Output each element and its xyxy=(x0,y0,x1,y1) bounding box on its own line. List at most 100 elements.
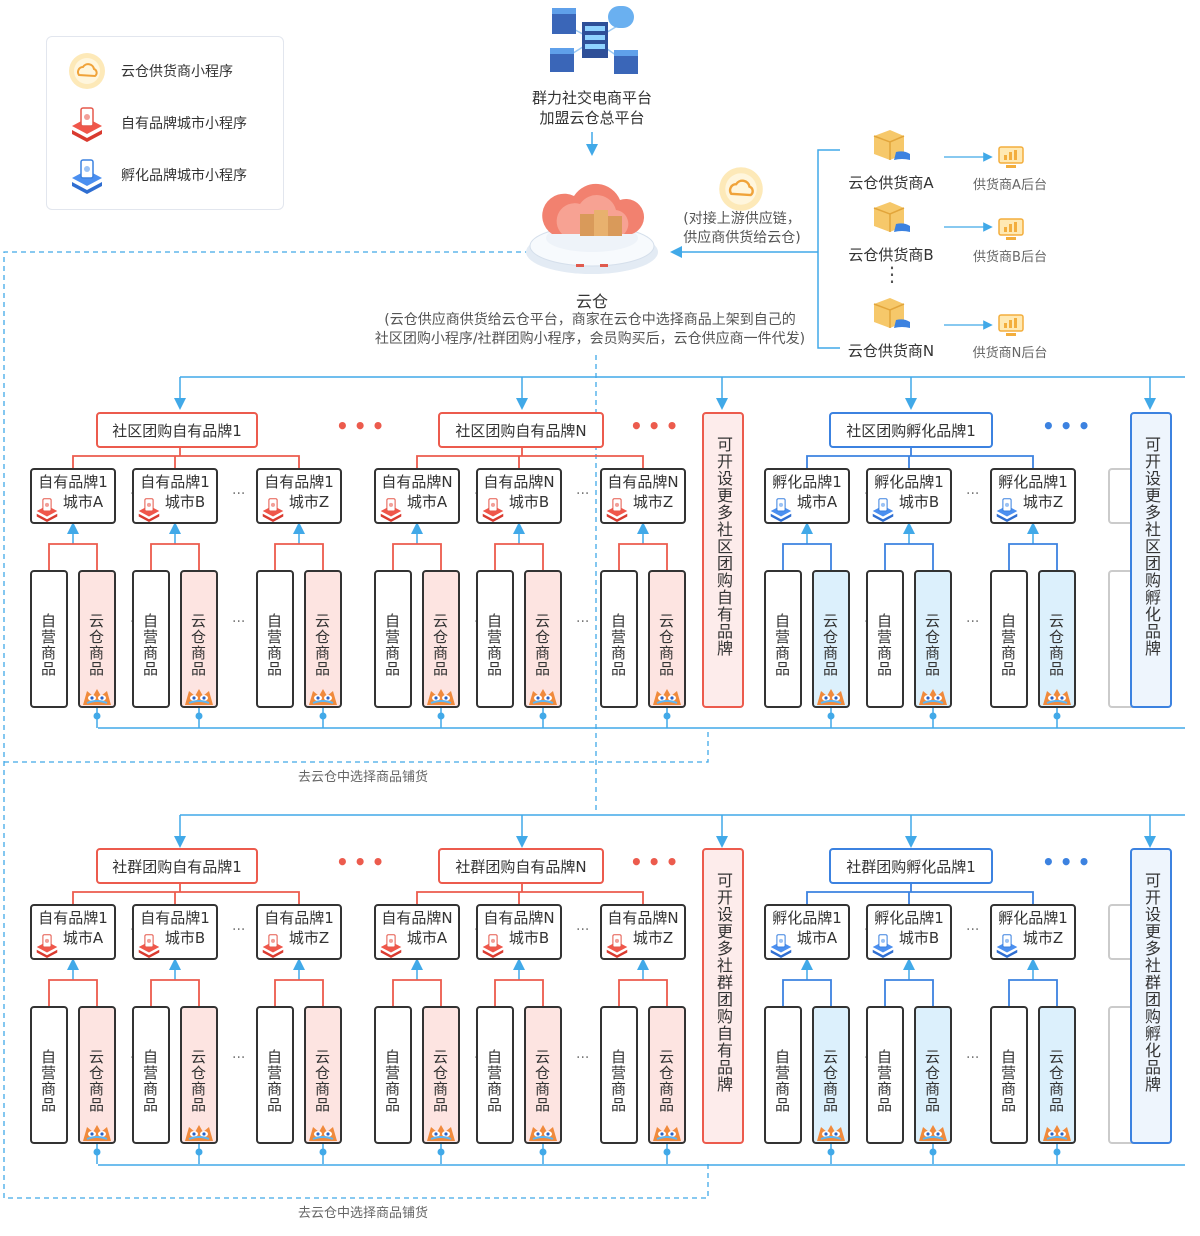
cloud-product-box[interactable]: 云仓商品 xyxy=(1038,1006,1076,1144)
self-product-label: 自营商品 xyxy=(39,613,57,677)
self-product-box[interactable]: 自营商品 xyxy=(256,1006,294,1144)
ellipsis: ··· xyxy=(576,922,590,938)
self-product-box[interactable]: 自营商品 xyxy=(990,1006,1028,1144)
self-product-box[interactable]: 自营商品 xyxy=(132,570,170,708)
self-product-box[interactable]: 自营商品 xyxy=(476,1006,514,1144)
self-product-label: 自营商品 xyxy=(141,613,159,677)
supplier-box-icon xyxy=(868,200,914,236)
city-program-brand: 自有品牌N xyxy=(381,909,453,927)
self-product-label: 自营商品 xyxy=(609,1049,627,1113)
mascot-icon xyxy=(1041,687,1073,705)
self-product-box[interactable]: 自营商品 xyxy=(132,1006,170,1144)
legend-label: 孵化品牌城市小程序 xyxy=(121,168,247,184)
ellipsis: ··· xyxy=(966,486,980,502)
brand-title-box[interactable]: 社区团购自有品牌N xyxy=(438,412,604,448)
cloud-product-box[interactable]: 云仓商品 xyxy=(180,1006,218,1144)
cloud-product-box[interactable]: 云仓商品 xyxy=(648,1006,686,1144)
brand-title-box[interactable]: 社群团购自有品牌1 xyxy=(96,848,258,884)
self-product-box[interactable]: 自营商品 xyxy=(600,1006,638,1144)
self-product-box[interactable]: 自营商品 xyxy=(764,1006,802,1144)
cloud-product-box[interactable]: 云仓商品 xyxy=(78,1006,116,1144)
cloud-product-box[interactable]: 云仓商品 xyxy=(812,1006,850,1144)
own-brand-icon xyxy=(34,932,60,958)
brand-title-box[interactable]: 社群团购自有品牌N xyxy=(438,848,604,884)
city-program-city: 城市A xyxy=(62,493,104,511)
self-product-box[interactable]: 自营商品 xyxy=(256,570,294,708)
more-incubation-brands-box[interactable]: 可开设更多社群团购孵化品牌 xyxy=(1130,848,1172,1144)
cloud-product-box[interactable]: 云仓商品 xyxy=(648,570,686,708)
select-goods-footer: 去云仓中选择商品铺货 xyxy=(298,1206,429,1221)
city-program-brand: 自有品牌N xyxy=(483,473,555,491)
self-product-label: 自营商品 xyxy=(875,1049,893,1113)
self-product-box[interactable]: 自营商品 xyxy=(476,570,514,708)
city-program-city: 城市Z xyxy=(288,929,330,947)
own-brand-icon xyxy=(378,932,404,958)
self-product-box[interactable]: 自营商品 xyxy=(30,570,68,708)
supplier-name: 云仓供货商A xyxy=(848,174,934,192)
self-product-box[interactable]: 自营商品 xyxy=(764,570,802,708)
city-program-brand: 自有品牌1 xyxy=(264,909,334,927)
city-program-brand: 自有品牌1 xyxy=(38,473,108,491)
more-own-brands-box[interactable]: 可开设更多社群团购自有品牌 xyxy=(702,848,744,1144)
cloud-product-box[interactable]: 云仓商品 xyxy=(304,570,342,708)
city-program-brand: 孵化品牌1 xyxy=(998,909,1068,927)
legend-item-own-brand: 自有品牌城市小程序 xyxy=(67,103,247,143)
cloud-product-box[interactable]: 云仓商品 xyxy=(812,570,850,708)
cloud-product-box[interactable]: 云仓商品 xyxy=(422,1006,460,1144)
more-own-brands-box[interactable]: 可开设更多社区团购自有品牌 xyxy=(702,412,744,708)
self-product-label: 自营商品 xyxy=(265,613,283,677)
self-product-box[interactable]: 自营商品 xyxy=(30,1006,68,1144)
brand-title-box[interactable]: 社区团购孵化品牌1 xyxy=(829,412,993,448)
cloud-product-box[interactable]: 云仓商品 xyxy=(914,570,952,708)
cloud-supplier-icon xyxy=(67,51,107,91)
cloud-product-box[interactable]: 云仓商品 xyxy=(1038,570,1076,708)
cloud-product-box[interactable]: 云仓商品 xyxy=(78,570,116,708)
self-product-box[interactable]: 自营商品 xyxy=(600,570,638,708)
cloud-product-box[interactable]: 云仓商品 xyxy=(524,570,562,708)
ellipsis: ··· xyxy=(232,486,246,502)
cloud-product-box[interactable]: 云仓商品 xyxy=(524,1006,562,1144)
mascot-icon xyxy=(527,1123,559,1141)
own-brand-icon xyxy=(604,496,630,522)
self-product-box[interactable]: 自营商品 xyxy=(990,570,1028,708)
cloud-product-box[interactable]: 云仓商品 xyxy=(422,570,460,708)
city-program-brand: 自有品牌N xyxy=(607,909,679,927)
brand-title-box[interactable]: 社区团购自有品牌1 xyxy=(96,412,258,448)
self-product-box[interactable]: 自营商品 xyxy=(866,570,904,708)
city-program-box[interactable]: 自有品牌1 城市A xyxy=(30,468,116,524)
own-brand-icon xyxy=(260,496,286,522)
mascot-icon xyxy=(651,687,683,705)
cloud-product-box[interactable]: 云仓商品 xyxy=(180,570,218,708)
cloud-product-box[interactable]: 云仓商品 xyxy=(914,1006,952,1144)
mascot-icon xyxy=(307,1123,339,1141)
self-product-box[interactable]: 自营商品 xyxy=(374,570,412,708)
self-product-box[interactable]: 自营商品 xyxy=(374,1006,412,1144)
more-brands-dots: ••• xyxy=(630,850,684,874)
cloud-product-box[interactable]: 云仓商品 xyxy=(304,1006,342,1144)
city-program-brand: 自有品牌1 xyxy=(264,473,334,491)
own-brand-icon xyxy=(480,932,506,958)
more-own-brands-label: 可开设更多社群团购自有品牌 xyxy=(714,872,733,1093)
city-program-brand: 孵化品牌1 xyxy=(772,909,842,927)
self-product-box[interactable]: 自营商品 xyxy=(866,1006,904,1144)
brand-title-box[interactable]: 社群团购孵化品牌1 xyxy=(829,848,993,884)
more-incubation-brands-box[interactable]: 可开设更多社区团购孵化品牌 xyxy=(1130,412,1172,708)
cloud-warehouse-desc-line2: 社区团购小程序/社群团购小程序，会员购买后，云仓供应商一件代发) xyxy=(374,331,806,347)
city-program-box[interactable]: 自有品牌1 城市Z xyxy=(256,904,342,960)
